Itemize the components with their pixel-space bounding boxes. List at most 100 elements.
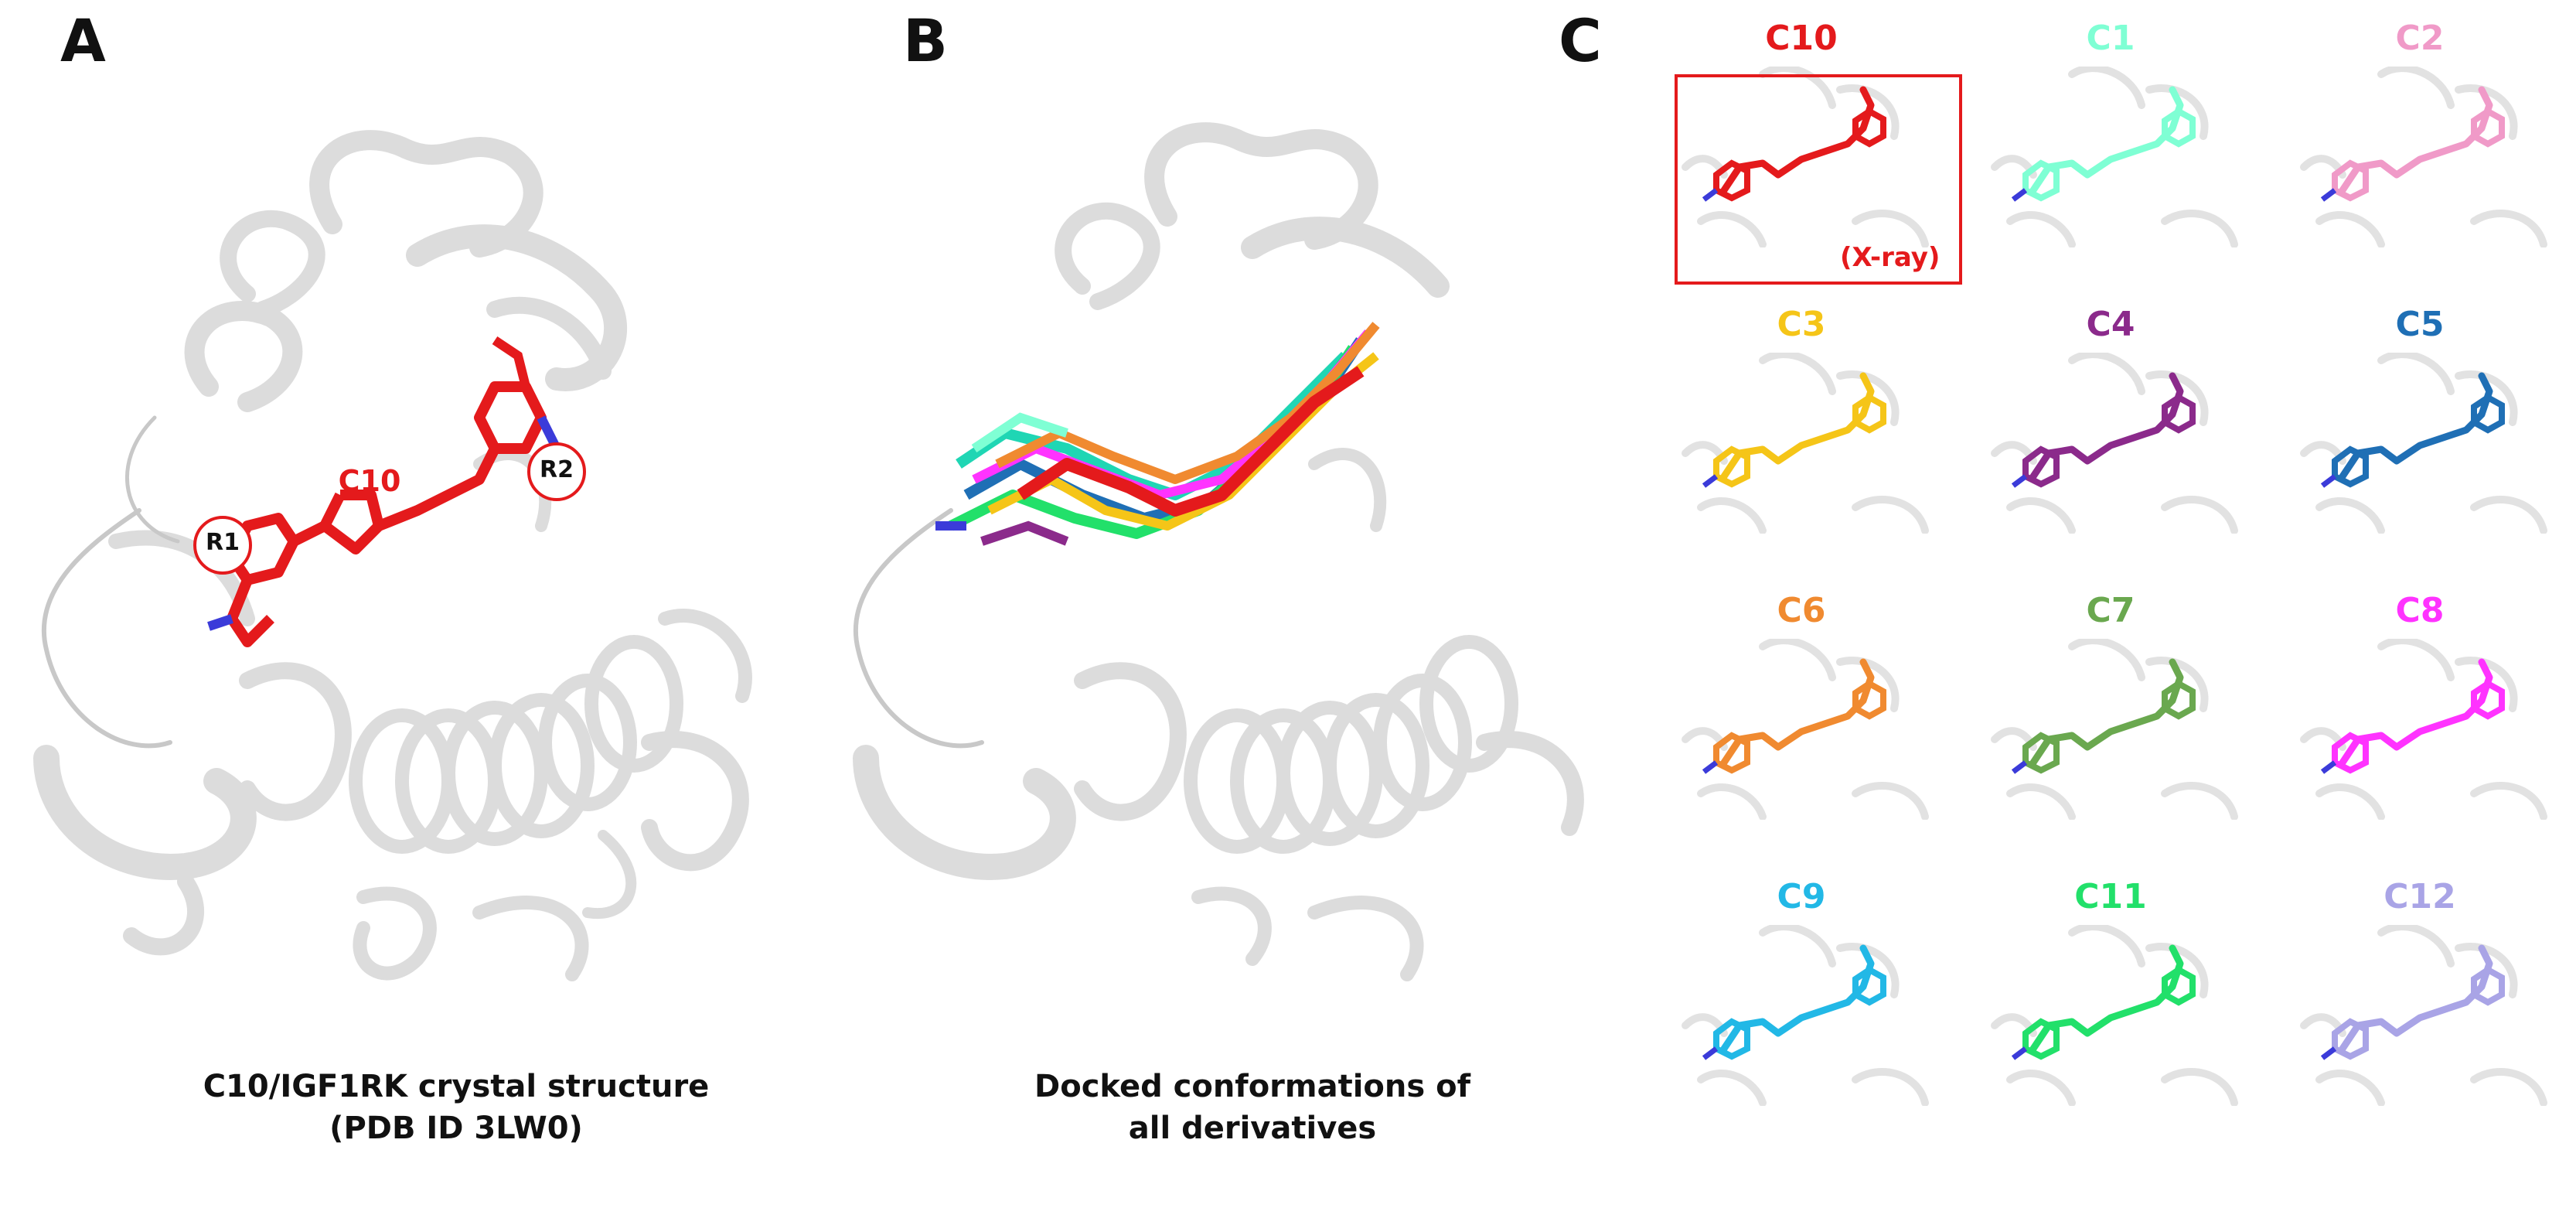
protein-ribbon-segment bbox=[2161, 782, 2238, 820]
thumbnail-label: C7 bbox=[2086, 591, 2135, 630]
thumbnail-c3: C3 bbox=[1670, 302, 1933, 534]
protein-ribbon-segment bbox=[2145, 370, 2209, 426]
thumbnail-label: C10 bbox=[1765, 19, 1838, 58]
thumbnail-c4: C4 bbox=[1979, 302, 2242, 534]
panel-b-letter: B bbox=[903, 6, 948, 75]
protein-ribbon-segment bbox=[2315, 210, 2385, 247]
thumbnail-c10: C10 bbox=[1670, 15, 1933, 247]
thumbnail-c5: C5 bbox=[2288, 302, 2551, 534]
thumbnail-structure bbox=[1670, 925, 1933, 1106]
thumbnail-structure bbox=[1670, 353, 1933, 534]
thumbnail-label: C5 bbox=[2395, 305, 2445, 344]
panel-a-protein-structure bbox=[33, 130, 752, 981]
panel-b-caption-line2: all derivatives bbox=[1128, 1111, 1377, 1146]
ligand-backbone bbox=[2339, 944, 2493, 1053]
nitrogen-atom bbox=[1702, 1046, 1719, 1060]
protein-ribbon-segment bbox=[2068, 353, 2145, 395]
nitrogen-atom bbox=[2011, 1046, 2028, 1060]
ligand-backbone bbox=[2339, 372, 2493, 480]
ligand-pose-image bbox=[2300, 353, 2547, 534]
ligand-pose-image bbox=[2300, 925, 2547, 1106]
protein-ribbon-segment bbox=[2455, 657, 2518, 712]
ligand-backbone bbox=[1720, 86, 1875, 194]
thumbnail-c12: C12 bbox=[2288, 874, 2551, 1106]
protein-ribbon-segment bbox=[1759, 925, 1836, 967]
thumbnail-label: C12 bbox=[2383, 877, 2456, 916]
protein-ribbon-segment bbox=[2145, 943, 2209, 998]
protein-ribbon-segment bbox=[2006, 496, 2076, 534]
ligand-backbone bbox=[2339, 658, 2493, 766]
protein-ribbon-segment bbox=[1759, 67, 1836, 109]
thumbnail-c1: C1 bbox=[1979, 15, 2242, 247]
nitrogen-atom bbox=[2320, 188, 2337, 202]
thumbnail-structure bbox=[2288, 925, 2551, 1106]
thumbnail-c9: C9 bbox=[1670, 874, 1933, 1106]
ligand-c10-label: C10 bbox=[338, 464, 401, 498]
panel-a-caption-line1: C10/IGF1RK crystal structure bbox=[203, 1069, 710, 1104]
thumbnail-c8: C8 bbox=[2288, 588, 2551, 820]
thumbnail-label: C8 bbox=[2395, 591, 2445, 630]
protein-ribbon-segment bbox=[1836, 370, 1900, 426]
nitrogen-atom bbox=[2320, 1046, 2337, 1060]
ligand-ring-r2 bbox=[2162, 107, 2196, 148]
protein-ribbon-segment bbox=[2145, 84, 2209, 140]
thumbnail-structure bbox=[1670, 639, 1933, 820]
protein-ribbon-segment bbox=[2315, 1069, 2385, 1106]
ligand-pose-image bbox=[1682, 67, 1929, 247]
thumbnail-structure bbox=[2288, 353, 2551, 534]
ligand-backbone bbox=[1720, 658, 1875, 766]
ligand-pose-image bbox=[2300, 639, 2547, 820]
ligand-pose-image bbox=[2300, 67, 2547, 247]
panel-a-caption: C10/IGF1RK crystal structure (PDB ID 3LW… bbox=[116, 1066, 796, 1149]
ligand-backbone bbox=[2339, 86, 2493, 194]
protein-ribbon-segment bbox=[1759, 353, 1836, 395]
protein-ribbon-segment bbox=[2315, 496, 2385, 534]
ligand-pose-image bbox=[1991, 639, 2238, 820]
protein-ribbon-segment bbox=[2455, 370, 2518, 426]
protein-ribbon-segment bbox=[1759, 639, 1836, 681]
panel-a-letter: A bbox=[60, 6, 106, 75]
thumbnail-label: C4 bbox=[2086, 305, 2135, 344]
protein-ribbon-segment bbox=[2006, 783, 2076, 820]
thumbnail-structure bbox=[1979, 639, 2242, 820]
protein-ribbon-segment bbox=[2470, 782, 2547, 820]
nitrogen-atom bbox=[2011, 188, 2028, 202]
protein-ribbon-segment bbox=[2161, 210, 2238, 247]
panel-c-letter: C bbox=[1559, 6, 1602, 75]
ligand-backbone bbox=[2029, 86, 2184, 194]
xray-highlight-box bbox=[1675, 74, 1962, 285]
r2-label: R2 bbox=[540, 456, 574, 483]
thumbnail-c6: C6 bbox=[1670, 588, 1933, 820]
thumbnail-label: C1 bbox=[2086, 19, 2135, 58]
protein-ribbon-segment bbox=[2006, 1069, 2076, 1106]
ligand-pose-image bbox=[1682, 639, 1929, 820]
thumbnail-structure bbox=[1670, 67, 1933, 247]
ligand-pose-image bbox=[1682, 353, 1929, 534]
thumbnail-structure bbox=[1979, 353, 2242, 534]
r1-label: R1 bbox=[206, 529, 240, 556]
protein-ribbon-segment bbox=[2068, 67, 2145, 109]
protein-ribbon-segment bbox=[2068, 925, 2145, 967]
panel-b-protein-structure bbox=[853, 122, 1584, 981]
protein-ribbon-segment bbox=[1836, 84, 1900, 140]
thumbnail-label: C11 bbox=[2074, 877, 2147, 916]
panel-b-caption: Docked conformations of all derivatives bbox=[928, 1066, 1577, 1149]
protein-ribbon-segment bbox=[1697, 783, 1767, 820]
thumbnail-label: C9 bbox=[1777, 877, 1826, 916]
panel-b-caption-line1: Docked conformations of bbox=[1034, 1069, 1470, 1104]
protein-ribbon-segment bbox=[2470, 210, 2547, 247]
protein-ribbon-segment bbox=[2470, 1068, 2547, 1106]
r1-circle bbox=[193, 516, 252, 575]
protein-ribbon-segment bbox=[2006, 210, 2076, 247]
ligand-ring-r2 bbox=[2162, 680, 2196, 720]
nitrogen-atom bbox=[2011, 474, 2028, 488]
ligand-ring-r2 bbox=[1852, 680, 1886, 720]
nitrogen-atom bbox=[1702, 760, 1719, 774]
ligand-backbone bbox=[2029, 944, 2184, 1053]
nitrogen-atom bbox=[2320, 760, 2337, 774]
nitrogen-atom bbox=[1702, 474, 1719, 488]
protein-ribbon-segment bbox=[2377, 67, 2455, 109]
thumbnail-structure bbox=[1979, 67, 2242, 247]
protein-ribbon-segment bbox=[1852, 496, 1929, 534]
protein-ribbon-segment bbox=[1836, 657, 1900, 712]
